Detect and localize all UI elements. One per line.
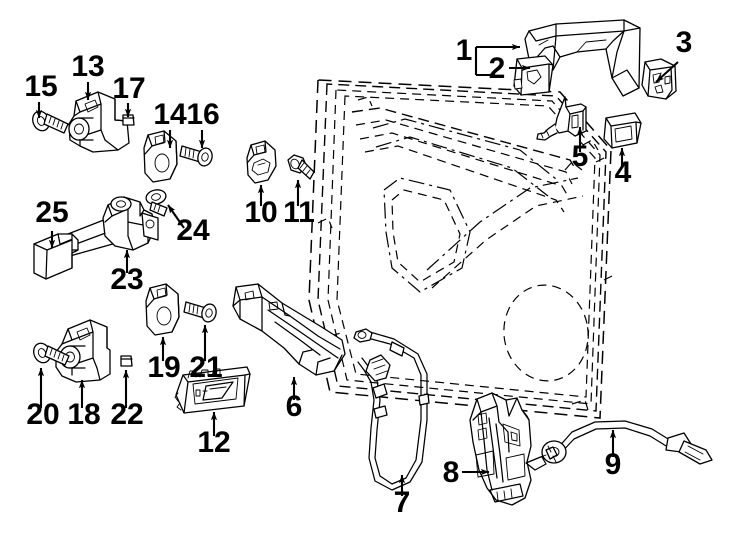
callout-22: 22 — [110, 398, 143, 431]
handle-end-cap-front — [513, 55, 554, 96]
upper-hinge-bolt — [32, 110, 69, 134]
upper-hinge — [68, 91, 130, 153]
lower-hinge — [55, 319, 111, 383]
lock-cylinder-cover — [603, 112, 642, 149]
lower-hinge-bolt — [33, 342, 70, 366]
door-shell-outline — [308, 79, 613, 419]
door-check-bolt — [145, 189, 168, 217]
callout-14: 14 — [153, 98, 187, 131]
callout-21: 21 — [189, 351, 222, 384]
lower-hinge-half — [145, 283, 180, 336]
callout-18: 18 — [67, 398, 100, 431]
lock-control-cable — [525, 420, 713, 471]
upper-hinge-half-bolt — [179, 145, 213, 167]
callout-12: 12 — [197, 426, 230, 459]
callout-16: 16 — [186, 98, 219, 131]
callout-5: 5 — [572, 140, 589, 173]
callout-3: 3 — [676, 26, 693, 59]
callout-19: 19 — [147, 351, 180, 384]
latch-release-cable — [353, 328, 430, 491]
callout-23: 23 — [110, 263, 143, 296]
callout-17: 17 — [112, 72, 145, 105]
callout-13: 13 — [71, 50, 104, 83]
callout-2: 2 — [489, 52, 506, 85]
striker-bracket — [246, 140, 277, 184]
callout-20: 20 — [26, 398, 59, 431]
callout-11: 11 — [283, 196, 315, 229]
hinge-pin-cap-lower — [120, 355, 133, 367]
leader-lines — [35, 43, 679, 496]
callout-labels: 1 2 3 4 5 6 7 8 9 10 11 12 13 14 15 16 1… — [24, 26, 692, 519]
check-strap-bumper — [33, 233, 79, 280]
callout-4: 4 — [615, 156, 632, 189]
callout-6: 6 — [286, 390, 303, 423]
handle-trim-cover — [174, 366, 251, 414]
callout-7: 7 — [394, 486, 411, 519]
callout-10: 10 — [244, 196, 277, 229]
callout-25: 25 — [35, 196, 68, 229]
callout-8: 8 — [443, 456, 460, 489]
callout-1: 1 — [456, 34, 473, 67]
lower-hinge-half-bolt — [183, 301, 217, 323]
lock-cylinder — [536, 96, 587, 141]
striker-bolt — [287, 154, 315, 180]
callout-15: 15 — [24, 70, 57, 103]
callout-24: 24 — [176, 214, 210, 247]
handle-reinforcement-bracket — [232, 283, 346, 376]
upper-hinge-half — [143, 130, 178, 183]
outside-door-handle — [524, 19, 641, 97]
door-latch-assembly — [469, 392, 532, 506]
callout-9: 9 — [605, 448, 622, 481]
